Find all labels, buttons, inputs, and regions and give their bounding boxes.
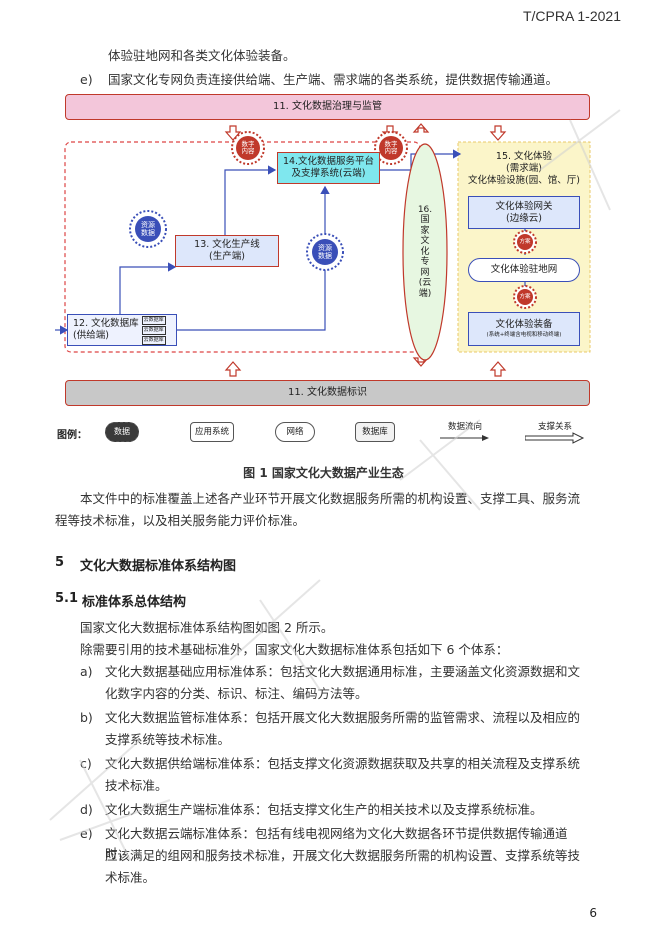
list-marker: b) [80, 710, 93, 725]
intro-continuation: 体验驻地网和各类文化体验装备。 [108, 48, 296, 63]
experience-equipment: 文化体验装备 (系统+终端含电视和移动终端) [468, 312, 580, 346]
section-5-title: 文化大数据标准体系结构图 [80, 559, 237, 574]
section-5-1-number: 5.1 [55, 591, 79, 606]
badge-text: 资源 [141, 220, 155, 229]
paragraph-figure-2-ref: 国家文化大数据标准体系结构图如图 2 所示。 [80, 620, 334, 635]
badge-resource-data: 资源数据 [311, 243, 339, 261]
legend-flow-arrow [440, 435, 489, 441]
paragraph-six-systems: 除需要引用的技术基础标准外，国家文化大数据标准体系包括如下 6 个体系： [80, 642, 509, 657]
node-14-subtitle: 及支撑系统(云端) [291, 168, 366, 179]
badge-text: 数据 [141, 229, 155, 237]
intro-item-e-marker: e) [80, 72, 93, 87]
figure-legend: 图例： 数据 应用系统 网络 数据库 数据流向 支撑关系 [55, 418, 600, 448]
list-text: 支撑系统等技术标准。 [105, 732, 231, 747]
legend-network: 网络 [275, 422, 315, 442]
node-14-service-platform: 14.文化数据服务平台 及支撑系统(云端) [277, 152, 380, 184]
list-item: b) 文化大数据监管标准体系：包括开展文化大数据服务所需的监管需求、流程以及相应… [80, 708, 580, 752]
national-network-ellipse [402, 143, 448, 361]
node-15-facilities: 文化体验设施(园、馆、厅) [468, 175, 580, 186]
equipment-title: 文化体验装备 [495, 319, 553, 330]
list-text: 文化大数据基础应用标准体系：包括文化大数据通用标准，主要涵盖文化资源数据和文 [105, 664, 581, 679]
experience-gateway: 文化体验网关 (边缘云) [468, 196, 580, 229]
legend-support: 支撑关系 [537, 422, 572, 432]
node-16-char: 家 [420, 225, 430, 236]
badge-text: 内容 [384, 147, 398, 155]
list-item: e) 文化大数据云端标准体系：包括有线电视网络为文化大数据各环节提供数据传输通道… [80, 824, 580, 890]
section-5-1-title: 标准体系总体结构 [82, 595, 187, 610]
badges [129, 131, 537, 309]
node-16-char: 国 [420, 215, 430, 226]
node-16-char: 专 [420, 257, 430, 268]
list-text: 化数字内容的分类、标识、标注、编码方法等。 [105, 686, 368, 701]
list-text: 文化大数据监管标准体系：包括开展文化大数据服务所需的监管需求、流程以及相应的 [105, 710, 581, 725]
node-16-char: 文 [420, 236, 430, 247]
list-marker: c) [80, 756, 92, 771]
gateway-title: 文化体验网关 [495, 200, 553, 212]
legend-data: 数据 [105, 422, 139, 442]
document-code: T/CPRA 1-2021 [522, 8, 621, 24]
node-16-national-network: 16. 国 家 文 化 专 网 (云 端) [411, 204, 439, 300]
badge-text: 数字 [241, 139, 255, 148]
legend-app-system: 应用系统 [190, 422, 234, 442]
badge-text: 数据 [318, 252, 332, 260]
legend-label: 图例： [57, 430, 87, 441]
badge-plan: 方案 [519, 239, 531, 245]
badge-digital-content: 数字内容 [379, 140, 403, 156]
legend-data-flow: 数据流向 [447, 422, 482, 432]
mini-database: 云数据库 [141, 315, 166, 325]
node-15-subtitle: (需求端) [506, 163, 542, 174]
list-text: 术标准。 [105, 870, 156, 885]
section-5-number: 5 [55, 555, 65, 570]
figure-caption: 图 1 国家文化大数据产业生态 [243, 466, 404, 480]
node-15-experience: 15. 文化体验 (需求端) 文化体验设施(园、馆、厅) [458, 146, 590, 192]
node-12-database: 12. 文化数据库 (供给端) 云数据库 云数据库 云数据库 [67, 314, 177, 346]
list-marker: e) [80, 826, 93, 841]
node-12-title: 12. 文化数据库 [73, 318, 139, 329]
page-number: 6 [589, 906, 597, 920]
list-text: 文化大数据供给端标准体系：包括支撑文化资源数据获取及共享的相关流程及支撑系统 [105, 756, 581, 771]
badge-text: 资源 [318, 243, 332, 252]
list-item: d) 文化大数据生产端标准体系：包括支撑文化生产的相关技术以及支撑系统标准。 [80, 800, 580, 822]
list-marker: a) [80, 664, 93, 679]
badge-plan: 方案 [519, 294, 531, 300]
node-16-char: 端) [418, 288, 432, 299]
node-16-char: (云 [418, 278, 432, 289]
equipment-subtitle: (系统+终端含电视和移动终端) [486, 332, 562, 338]
identification-bar: 11. 文化数据标识 [65, 380, 590, 406]
node-16-char: 16. [417, 204, 433, 215]
badge-digital-content: 数字内容 [236, 140, 260, 156]
list-item: c) 文化大数据供给端标准体系：包括支撑文化资源数据获取及共享的相关流程及支撑系… [80, 754, 580, 798]
list-text: 技术标准。 [105, 778, 168, 793]
legend-support-arrow [525, 432, 585, 444]
experience-station-network: 文化体验驻地网 [468, 258, 580, 282]
body-paragraph-line-1: 本文件中的标准覆盖上述各产业环节开展文化数据服务所需的机构设置、支撑工具、服务流 [80, 491, 581, 506]
node-15-title: 15. 文化体验 [495, 151, 553, 162]
node-16-char: 网 [420, 267, 430, 278]
node-16-char: 化 [420, 246, 430, 257]
mini-database: 云数据库 [141, 335, 166, 345]
node-13-production-line: 13. 文化生产线 (生产端) [175, 235, 279, 267]
body-paragraph-line-2: 程等技术标准，以及相关服务能力评价标准。 [55, 513, 306, 528]
node-14-title: 14.文化数据服务平台 [282, 156, 375, 167]
intro-item-e-text: 国家文化专网负责连接供给端、生产端、需求端的各类系统，提供数据传输通道。 [108, 72, 559, 87]
node-12-subtitle: (供给端) [73, 330, 109, 341]
list-text: 文化大数据生产端标准体系：包括支撑文化生产的相关技术以及支撑系统标准。 [105, 802, 543, 817]
mini-database: 云数据库 [141, 325, 166, 335]
governance-bar: 11. 文化数据治理与监管 [65, 94, 590, 120]
list-item: a) 文化大数据基础应用标准体系：包括文化大数据通用标准，主要涵盖文化资源数据和… [80, 662, 580, 706]
list-text: 应该满足的组网和服务技术标准，开展文化大数据服务所需的机构设置、支撑系统等技 [105, 848, 581, 863]
industry-ecosystem-figure: 11. 文化数据治理与监管 11. 文化数据标识 14.文化数据服务平台 及支撑… [55, 92, 600, 454]
node-13-subtitle: (生产端) [209, 251, 245, 262]
badge-resource-data: 资源数据 [134, 220, 162, 238]
node-13-title: 13. 文化生产线 [194, 239, 260, 250]
badge-text: 内容 [241, 147, 255, 155]
gateway-subtitle: (边缘云) [506, 212, 542, 224]
legend-database: 数据库 [355, 422, 395, 442]
list-marker: d) [80, 802, 93, 817]
badge-text: 数字 [384, 139, 398, 148]
